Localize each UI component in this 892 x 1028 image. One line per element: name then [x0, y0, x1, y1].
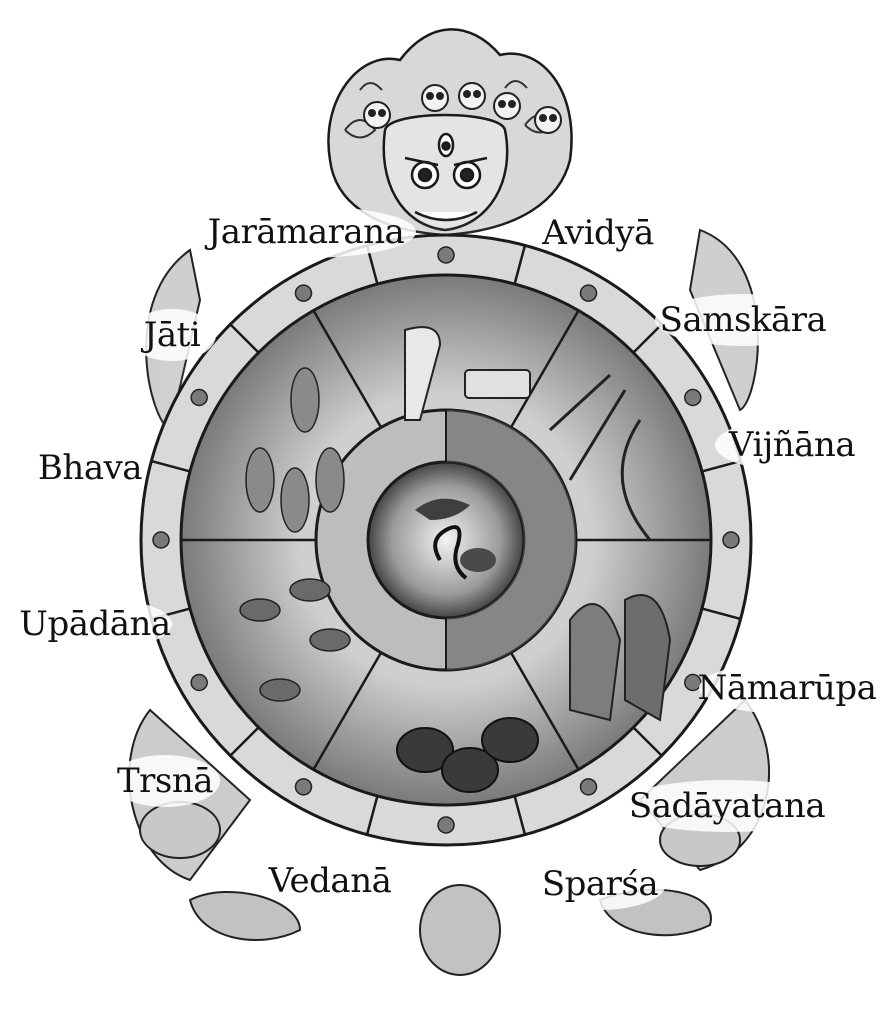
label-bhava: Bhava [37, 448, 143, 488]
animals-icon [309, 628, 351, 652]
animals-icon [289, 578, 331, 602]
realm-spoke [509, 309, 580, 429]
label-halo [655, 294, 831, 346]
rooster-snake-pig-icon [460, 548, 496, 572]
link-figure-icon [722, 531, 740, 549]
swords-icon [568, 389, 627, 481]
link-figure-icon [294, 778, 313, 796]
cauldrons-icon [481, 717, 539, 763]
label-halo [532, 207, 664, 259]
dark-path-half [446, 410, 576, 670]
label-trsna: Trsnā [116, 761, 214, 801]
label-halo [110, 755, 220, 807]
label-jaramarana: Jarāmarana [207, 212, 405, 252]
label-namarupa: Nāmarūpa [697, 668, 877, 708]
label-halo [18, 598, 172, 650]
book-icon [464, 369, 531, 399]
label-jati: Jāti [143, 315, 201, 355]
harp-icon [404, 326, 442, 421]
realm-spoke [312, 309, 383, 429]
label-avidya: Avidyā [542, 213, 654, 253]
yama-creature [128, 228, 770, 976]
link-figure-icon [437, 816, 455, 834]
label-vijnana: Vijñāna [728, 425, 856, 465]
label-halo [264, 855, 396, 907]
rim-divider [632, 323, 663, 354]
bow-arrow-icon [620, 419, 652, 541]
rim-divider [151, 459, 191, 473]
realm-spoke [312, 651, 383, 771]
figure-icon [290, 367, 320, 433]
skull-crown-icon [363, 82, 562, 134]
label-halo [715, 419, 869, 471]
feet-icon [188, 884, 712, 976]
rooster-snake-pig-icon [415, 498, 470, 520]
label-halo [617, 780, 837, 832]
label-upadana: Upādāna [19, 604, 171, 644]
realm-spoke [509, 651, 580, 771]
rim-divider [632, 726, 663, 757]
animals-icon [239, 598, 281, 622]
rim-divider [701, 607, 741, 621]
rim-divider [365, 795, 379, 835]
label-halo [128, 309, 216, 361]
link-figure-icon [152, 531, 170, 549]
monster-head-icon [327, 28, 573, 237]
link-figure-icon [684, 673, 702, 692]
label-halos [18, 206, 875, 910]
wheel [139, 233, 753, 847]
link-figure-icon [579, 778, 598, 796]
label-halo [699, 662, 875, 714]
animals-icon [259, 678, 301, 702]
rim-divider [513, 245, 527, 285]
link-figure-icon [579, 284, 598, 302]
link-figure-icon [684, 388, 702, 407]
ghost-icon [569, 603, 622, 722]
cauldrons-icon [441, 747, 499, 793]
cauldrons-icon [396, 727, 454, 773]
label-halo [534, 858, 666, 910]
figure-icon [245, 447, 275, 513]
rim-divider [229, 726, 260, 757]
rim-divider [229, 323, 260, 354]
link-figure-icon [294, 284, 313, 302]
figure-icon [280, 467, 310, 533]
ghost-icon [624, 594, 672, 722]
label-halo [35, 442, 145, 494]
figure-icon [315, 447, 345, 513]
link-figure-icon [190, 388, 208, 407]
label-vedana: Vedanā [268, 861, 392, 901]
rooster-snake-pig-icon [433, 525, 468, 580]
rim-divider [701, 459, 741, 473]
link-figure-icon [190, 673, 208, 692]
label-sparsa: Sparśa [541, 864, 659, 904]
link-figure-icon [437, 246, 455, 264]
rim-divider [513, 795, 527, 835]
label-samskara: Samskāra [659, 300, 827, 340]
swords-icon [548, 373, 612, 432]
label-halo [196, 206, 416, 258]
label-sadayatana: Sadāyatana [628, 786, 826, 826]
hub [366, 460, 526, 620]
